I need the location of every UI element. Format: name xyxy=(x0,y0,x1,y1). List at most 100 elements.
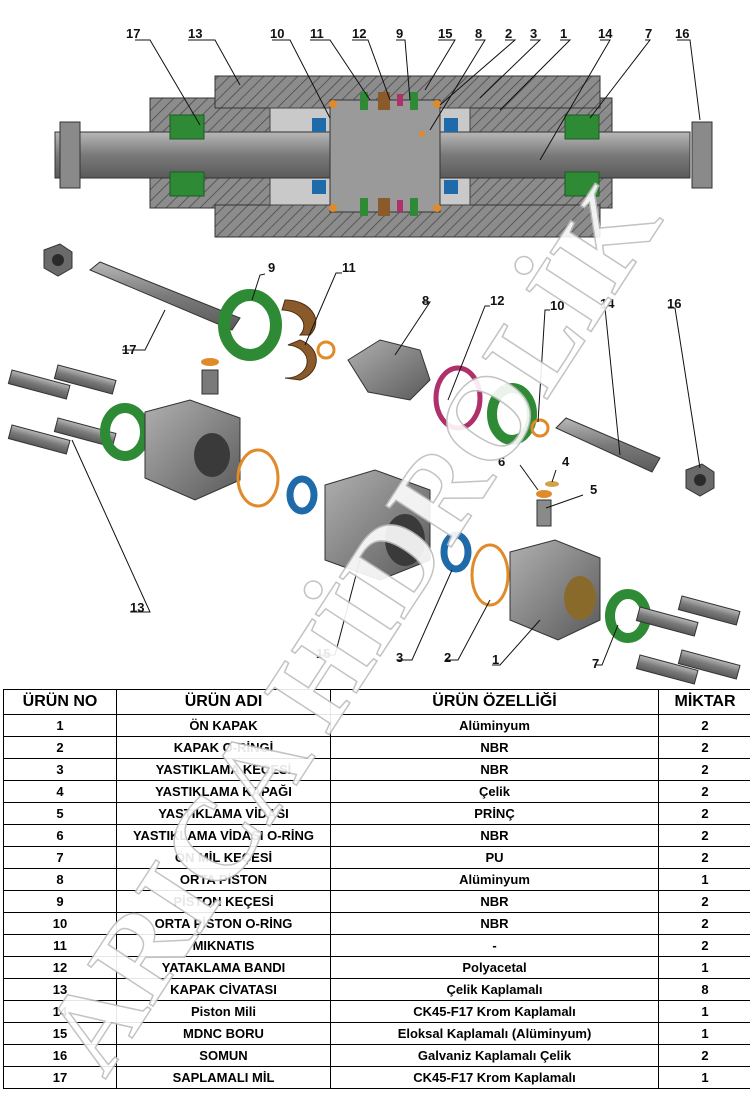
center-piston-section xyxy=(329,99,441,213)
cell-part-spec: Alüminyum xyxy=(330,868,659,891)
exploded-callout-8: 8 xyxy=(422,293,429,308)
cell-quantity: 1 xyxy=(658,1022,750,1045)
callout-8: 8 xyxy=(475,26,482,41)
stud-shaft xyxy=(89,261,241,331)
cell-part-name: KAPAK O-RİNGİ xyxy=(116,736,331,759)
callout-16: 16 xyxy=(675,26,689,41)
cell-part-spec: Galvaniz Kaplamalı Çelik xyxy=(330,1044,659,1067)
cell-quantity: 2 xyxy=(658,912,750,935)
cell-part-name: PİSTON KEÇESİ xyxy=(116,890,331,913)
cell-part-name: YASTIKLAMA VİDASI xyxy=(116,802,331,825)
exploded-callout-3: 3 xyxy=(396,650,403,665)
cell-part-name: MDNC BORU xyxy=(116,1022,331,1045)
cell-part-spec: Eloksal Kaplamalı (Alüminyum) xyxy=(330,1022,659,1045)
cell-part-spec: Çelik Kaplamalı xyxy=(330,978,659,1001)
cell-quantity: 1 xyxy=(658,868,750,891)
tube-section-bottom xyxy=(214,204,601,238)
callout-14: 14 xyxy=(598,26,613,41)
cell-part-name: SOMUN xyxy=(116,1044,331,1067)
exploded-callout-2: 2 xyxy=(444,650,451,665)
exploded-callout-7: 7 xyxy=(592,656,599,671)
cell-part-name: ÖN MİL KEÇESİ xyxy=(116,846,331,869)
cell-part-name: YASTIKLAMA KAPAĞI xyxy=(116,780,331,803)
cell-part-no: 2 xyxy=(3,736,117,759)
exploded-callout-4: 4 xyxy=(562,454,570,469)
header-part-name: ÜRÜN ADI xyxy=(116,689,331,715)
cell-part-no: 6 xyxy=(3,824,117,847)
exploded-callout-10: 10 xyxy=(550,298,564,313)
callout-3: 3 xyxy=(530,26,537,41)
callout-13: 13 xyxy=(188,26,202,41)
cell-quantity: 2 xyxy=(658,1044,750,1067)
cell-part-spec: CK45-F17 Krom Kaplamalı xyxy=(330,1066,659,1089)
cell-part-name: ORTA PİSTON xyxy=(116,868,331,891)
exploded-callout-11: 11 xyxy=(342,260,356,275)
callout-10: 10 xyxy=(270,26,284,41)
cell-part-name: ORTA PİSTON O-RİNG xyxy=(116,912,331,935)
cell-part-name: KAPAK CİVATASI xyxy=(116,978,331,1001)
cell-part-spec: Polyacetal xyxy=(330,956,659,979)
exploded-callout-14: 14 xyxy=(600,296,615,311)
header-part-spec: ÜRÜN ÖZELLİĞİ xyxy=(330,689,659,715)
cell-part-no: 16 xyxy=(3,1044,117,1067)
cell-part-name: ÖN KAPAK xyxy=(116,714,331,737)
callout-9: 9 xyxy=(396,26,403,41)
cell-quantity: 2 xyxy=(658,736,750,759)
cell-part-name: SAPLAMALI MİL xyxy=(116,1066,331,1089)
cell-part-spec: NBR xyxy=(330,736,659,759)
cell-part-spec: PU xyxy=(330,846,659,869)
exploded-callout-9: 9 xyxy=(268,260,275,275)
cell-part-no: 10 xyxy=(3,912,117,935)
cell-part-no: 11 xyxy=(3,934,117,957)
cell-part-name: YASTIKLAMA VİDASI O-RİNG xyxy=(116,824,331,847)
header-part-no: ÜRÜN NO xyxy=(3,689,117,715)
callout-17: 17 xyxy=(126,26,140,41)
cell-part-spec: NBR xyxy=(330,824,659,847)
exploded-callout-6: 6 xyxy=(498,454,505,469)
exploded-callout-16: 16 xyxy=(667,296,681,311)
cell-part-spec: CK45-F17 Krom Kaplamalı xyxy=(330,1000,659,1023)
table-header-row: ÜRÜN NO ÜRÜN ADI ÜRÜN ÖZELLİĞİ MİKTAR xyxy=(3,689,750,715)
magnet-11 xyxy=(281,299,317,336)
cell-quantity: 8 xyxy=(658,978,750,1001)
cell-part-spec: NBR xyxy=(330,890,659,913)
cell-part-no: 4 xyxy=(3,780,117,803)
cell-quantity: 1 xyxy=(658,956,750,979)
section-view: 17 13 10 11 12 9 15 8 2 3 1 14 7 16 xyxy=(54,26,713,238)
cell-part-spec: - xyxy=(330,934,659,957)
cell-part-no: 8 xyxy=(3,868,117,891)
cell-quantity: 1 xyxy=(658,1000,750,1023)
callout-11: 11 xyxy=(310,26,324,41)
callout-12: 12 xyxy=(352,26,366,41)
cell-part-spec: PRİNÇ xyxy=(330,802,659,825)
cell-part-no: 7 xyxy=(3,846,117,869)
cell-part-name: MIKNATIS xyxy=(116,934,331,957)
cell-quantity: 2 xyxy=(658,846,750,869)
cell-part-no: 17 xyxy=(3,1066,117,1089)
cell-part-no: 5 xyxy=(3,802,117,825)
cell-part-no: 15 xyxy=(3,1022,117,1045)
cell-part-name: YATAKLAMA BANDI xyxy=(116,956,331,979)
stud-shaft-section xyxy=(54,131,366,179)
cell-part-spec: NBR xyxy=(330,758,659,781)
cell-part-no: 1 xyxy=(3,714,117,737)
cell-quantity: 2 xyxy=(658,714,750,737)
cell-part-spec: NBR xyxy=(330,912,659,935)
exploded-callout-12: 12 xyxy=(490,293,504,308)
cylinder-exploded-diagram: 17 13 10 11 12 9 15 8 2 3 1 14 7 16 xyxy=(7,26,741,685)
callout-15: 15 xyxy=(438,26,452,41)
